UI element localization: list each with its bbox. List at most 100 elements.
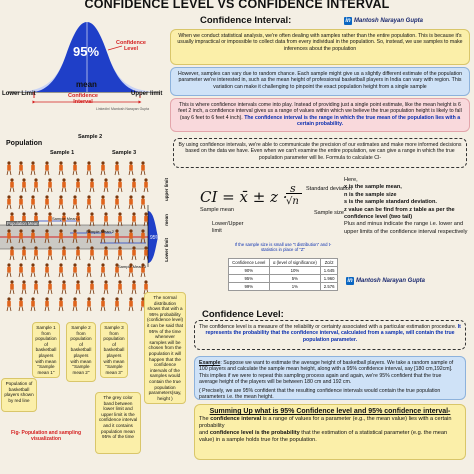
player-icon <box>90 283 94 290</box>
player-icon <box>115 164 119 171</box>
player-icon <box>128 272 134 278</box>
summary-text: that the estimation of a statistical par… <box>199 430 448 443</box>
player-icon <box>115 266 119 273</box>
player-icon <box>129 232 133 239</box>
player-icon <box>44 238 50 244</box>
player-icon <box>141 229 145 233</box>
author-name: Mantosh Narayan Gupta <box>356 278 426 284</box>
player-icon <box>89 255 95 261</box>
player-icon <box>129 300 133 307</box>
player-icon <box>132 181 136 188</box>
player-icon <box>47 255 53 261</box>
player-icon <box>44 204 50 210</box>
player-icon <box>31 300 35 307</box>
bell-credit: Linkedin/ Mantosh Narayan Gupta <box>96 107 150 111</box>
player-icon <box>118 246 122 250</box>
player-icon <box>73 297 77 301</box>
player-icon <box>10 283 14 290</box>
linkedin-icon: in <box>346 277 354 285</box>
player-icon <box>143 255 149 261</box>
player-icon <box>22 181 26 188</box>
player-icon <box>90 178 94 182</box>
player-icon <box>7 198 11 205</box>
player-icon <box>10 215 14 222</box>
player-icon <box>47 221 53 227</box>
formula-lhs: CI = x̄ ± z · <box>200 188 288 206</box>
player-icon <box>75 187 81 193</box>
player-icon <box>45 161 49 165</box>
player-icon <box>48 246 52 250</box>
population-mean-label: Population Mean <box>6 221 40 226</box>
player-icon <box>19 300 23 307</box>
z-table-header: Confidence Level <box>228 258 270 267</box>
z-table-header: α (level of significance) <box>268 258 322 267</box>
player-icon <box>118 280 122 284</box>
player-icon <box>101 195 105 199</box>
player-icon <box>33 255 39 261</box>
player-icon <box>45 266 49 273</box>
explain-limits: Plus and minus indicate the range i.e. l… <box>344 221 468 235</box>
player-icon <box>144 212 148 216</box>
table-cell: 90% <box>228 266 270 275</box>
player-icon <box>7 300 11 307</box>
player-icon <box>118 283 122 290</box>
player-icon <box>131 289 137 295</box>
player-icon <box>18 204 24 210</box>
player-icon <box>59 263 63 267</box>
player-icon <box>101 229 105 233</box>
player-icon <box>129 266 133 273</box>
player-icon <box>114 306 120 312</box>
player-icon <box>87 161 91 165</box>
player-icon <box>90 249 94 256</box>
player-icon <box>87 266 91 273</box>
level-pointer <box>107 45 123 51</box>
player-icon <box>62 246 66 250</box>
player-icon <box>73 232 77 239</box>
player-icon <box>45 297 49 301</box>
player-icon <box>104 280 108 284</box>
player-icon <box>22 283 26 290</box>
here-label: Here, <box>344 177 358 183</box>
player-icon <box>45 164 49 171</box>
bell-percent: 95% <box>73 44 100 59</box>
player-icon <box>87 263 91 267</box>
player-icon <box>115 232 119 239</box>
player-icon <box>34 249 38 256</box>
explain-mean: x is the sample mean, <box>344 184 402 191</box>
table-cell: 10% <box>268 266 322 275</box>
level-para-1: The confidence level is a measure of the… <box>194 320 466 350</box>
player-icon <box>30 272 36 278</box>
player-icon <box>131 255 137 261</box>
player-icon <box>129 161 133 165</box>
player-icon <box>73 198 77 205</box>
player-icon <box>10 178 14 182</box>
player-icon <box>86 170 92 176</box>
player-icon <box>132 215 136 222</box>
player-icon <box>18 272 24 278</box>
player-icon <box>9 187 15 193</box>
player-icon <box>129 164 133 171</box>
player-icon <box>6 306 12 312</box>
player-icon <box>131 187 137 193</box>
player-icon <box>114 238 120 244</box>
player-icon <box>76 181 80 188</box>
player-icon <box>76 249 80 256</box>
summary-term: confidence level is the probability <box>209 430 300 436</box>
summary-line-1: The confidence interval is a range of va… <box>199 416 461 430</box>
player-icon <box>140 204 146 210</box>
axis-upper-label: upper limit <box>164 178 169 202</box>
player-icon <box>89 221 95 227</box>
player-icon <box>6 238 12 244</box>
player-icon <box>22 280 26 284</box>
player-icon <box>47 289 53 295</box>
z-table: Confidence Level α (level of significanc… <box>228 258 338 291</box>
confidence-level-label: Confidence Level <box>116 40 146 52</box>
table-cell: 1% <box>268 282 322 291</box>
player-icon <box>75 221 81 227</box>
player-icon <box>61 289 67 295</box>
player-icon <box>19 164 23 171</box>
player-icon <box>87 232 91 239</box>
interval-definition: The confidence interval is the range in … <box>244 114 461 128</box>
figure-caption: Fig- Population and sampling visualizati… <box>11 430 81 442</box>
player-icon <box>118 215 122 222</box>
